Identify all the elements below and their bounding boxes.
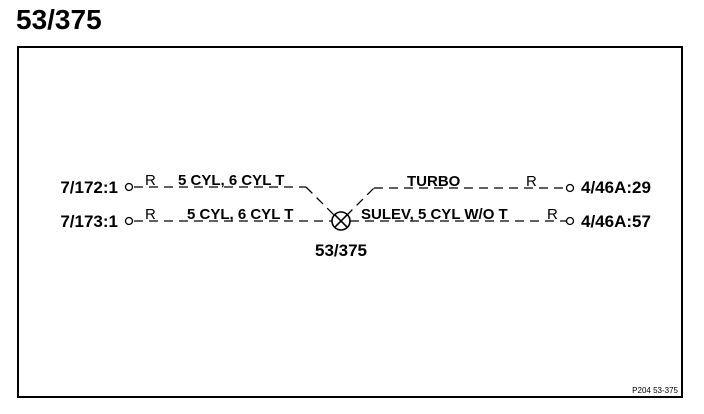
connector-label-left-top: 7/172:1 [60,178,118,197]
page-title: 53/375 [16,4,102,35]
pin-right-bottom-icon [565,216,575,226]
wire-desc-bottom-right: SULEV, 5 CYL W/O T [361,206,508,223]
connector-label-right-top: 4/46A:29 [581,178,651,197]
splice-icon [331,211,351,231]
wire-color-top-left: R [145,172,156,189]
wire-color-bottom-right: R [547,206,558,223]
diagram-frame [17,46,683,398]
wire-color-bottom-left: R [145,206,156,223]
connector-label-left-bottom: 7/173:1 [60,212,118,231]
pin-left-top-icon [124,182,134,192]
wire-desc-top-left: 5 CYL, 6 CYL T [178,172,284,189]
wire-top-left-diagonal [305,186,337,218]
wire-desc-bottom-left: 5 CYL, 6 CYL T [187,206,293,223]
splice-label: 53/375 [315,241,367,260]
wire-color-top-right: R [526,173,537,190]
wire-top-right-diagonal [345,187,375,217]
wire-desc-top-right: TURBO [407,173,461,190]
pin-left-bottom-icon [124,216,134,226]
connector-label-right-bottom: 4/46A:57 [581,212,651,231]
footer-code: P204 53-375 [632,386,678,395]
pin-right-top-icon [565,183,575,193]
